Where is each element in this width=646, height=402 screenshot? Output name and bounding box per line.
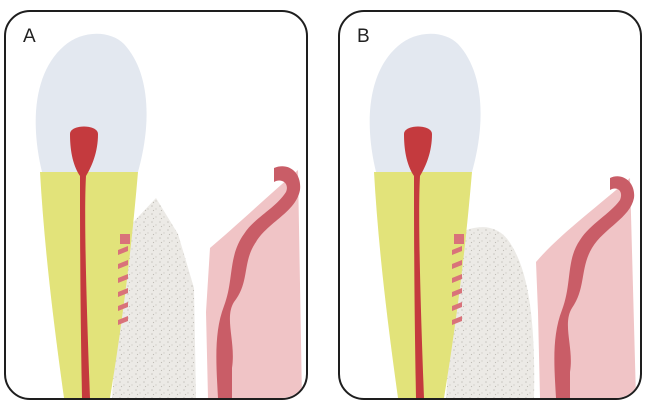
tooth-illustration-a <box>6 12 306 398</box>
tooth-illustration-b <box>340 12 640 398</box>
panel-a: A <box>4 10 308 400</box>
panel-b: B <box>338 10 642 400</box>
